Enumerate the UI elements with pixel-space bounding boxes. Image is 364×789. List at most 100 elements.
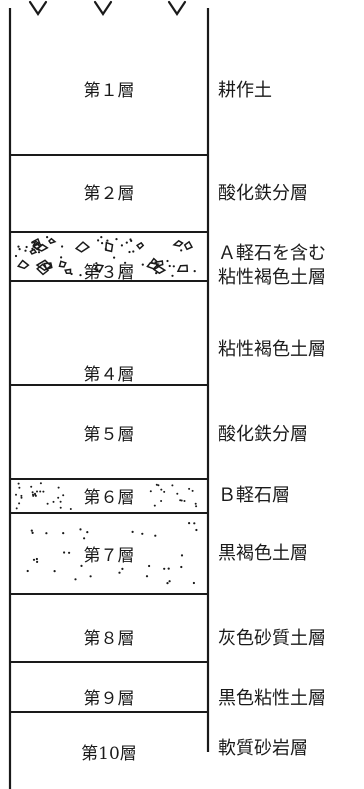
layer-desc-3b: 粘性褐色土層: [218, 267, 326, 288]
sand-dot: [52, 500, 55, 503]
sand-dot: [154, 534, 157, 537]
layer-desc-10: 軟質砂岩層: [218, 738, 308, 759]
grain-dot: [106, 239, 109, 242]
grain-dot: [18, 248, 21, 251]
sand-dot: [168, 580, 171, 583]
sand-dot: [191, 489, 194, 492]
sand-dot: [141, 532, 144, 535]
pumice-fragment: [176, 264, 189, 273]
grain-dot: [168, 264, 171, 268]
layer-desc-3a: Ａ軽石を含む: [218, 243, 326, 264]
sand-dot: [148, 564, 151, 568]
sand-dot: [149, 490, 152, 493]
grain-dot: [120, 244, 123, 247]
sand-dot: [36, 560, 39, 564]
grain-dot: [172, 265, 175, 268]
layer-label-9: 第９層: [83, 689, 135, 709]
sand-dot: [62, 494, 65, 497]
sand-dot: [31, 491, 34, 494]
grain-dot: [104, 247, 107, 251]
sand-dot: [131, 530, 134, 534]
sand-dot: [59, 506, 62, 509]
layer-label-1: 第１層: [83, 81, 135, 101]
grain-dot: [14, 254, 18, 258]
layer-desc-5: 酸化鉄分層: [218, 424, 308, 445]
grain-dot: [101, 242, 104, 245]
grain-dot: [17, 245, 20, 248]
sand-dot: [153, 504, 156, 507]
sand-dot: [53, 570, 56, 573]
pumice-fragment: [48, 237, 57, 245]
sand-dot: [36, 490, 38, 493]
pumice-fragment: [74, 241, 91, 253]
sand-dot: [26, 569, 29, 573]
vegetation-mark-3: [167, 0, 187, 16]
sand-dot: [86, 531, 89, 534]
sand-dot: [39, 482, 42, 485]
grain-dot: [37, 251, 41, 254]
layer-label-4: 第４層: [83, 365, 135, 385]
sand-dot: [89, 575, 92, 578]
grain-dot: [37, 248, 40, 251]
layer-label-2: 第２層: [83, 184, 135, 204]
sand-dot: [62, 532, 65, 535]
sand-dot: [160, 500, 163, 502]
grain-dot: [98, 269, 101, 272]
pumice-fragment: [93, 263, 105, 274]
vegetation-mark-2: [93, 0, 113, 16]
grain-dot: [97, 239, 100, 242]
layer-patterns: [14, 236, 198, 585]
sand-dot: [63, 551, 66, 554]
sand-dot: [42, 490, 45, 493]
sand-dot: [157, 484, 160, 487]
layer-label-3: 第３層: [83, 263, 135, 283]
sand-dot: [18, 486, 21, 489]
sand-dot: [160, 488, 163, 491]
sand-dot: [74, 578, 77, 581]
layer-desc-2: 酸化鉄分層: [218, 183, 308, 204]
sand-dot: [145, 575, 149, 578]
sand-dot: [83, 537, 86, 540]
grain-dot: [79, 274, 82, 277]
grain-dot: [24, 249, 27, 252]
grain-dot: [25, 245, 28, 249]
sand-dot: [15, 507, 18, 510]
grain-dot: [60, 256, 63, 259]
sand-dot: [57, 496, 60, 499]
sand-dot: [155, 483, 158, 486]
sand-dot: [188, 522, 191, 525]
layer-label-6: 第６層: [83, 488, 135, 508]
sand-dot: [46, 502, 49, 505]
pumice-fragment: [32, 242, 42, 251]
sand-dot: [34, 493, 37, 496]
sand-dot: [167, 567, 170, 570]
sand-dot: [192, 581, 195, 585]
pumice-fragment: [172, 239, 184, 247]
grain-dot: [132, 250, 135, 253]
sand-dot: [69, 508, 72, 510]
layer-boundaries: [8, 8, 210, 789]
pumice-fragment: [36, 263, 50, 276]
grain-dot: [31, 241, 34, 244]
grain-dot: [46, 236, 49, 239]
pumice-fragment: [29, 248, 38, 255]
sand-dot: [180, 499, 183, 502]
sand-dot: [30, 485, 33, 488]
sand-dot: [195, 505, 198, 508]
vegetation-mark-1: [28, 0, 48, 16]
sand-dot: [121, 567, 124, 571]
sand-dot: [57, 486, 60, 489]
sand-dot: [166, 582, 169, 585]
sand-dot: [80, 564, 83, 568]
grain-dot: [180, 249, 183, 252]
grain-dot: [124, 261, 127, 264]
sand-dot: [15, 493, 17, 496]
sand-dot: [18, 502, 21, 505]
grain-dot: [70, 272, 73, 276]
pumice-fragment: [135, 241, 145, 250]
sand-dot: [30, 529, 33, 532]
pumice-fragment: [146, 262, 160, 270]
sand-dot: [171, 484, 174, 487]
